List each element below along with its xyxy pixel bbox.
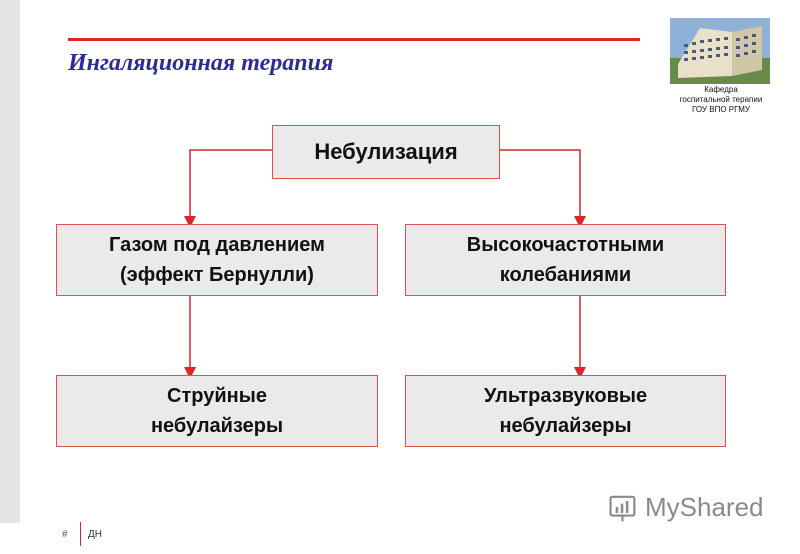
node-nebulization-label: Небулизация bbox=[314, 139, 458, 164]
node-jet-nebulizers-line-1: Струйные bbox=[167, 385, 267, 407]
slide-title: Ингаляционная терапия bbox=[68, 50, 334, 76]
node-jet-nebulizers: Струйные небулайзеры bbox=[56, 375, 378, 447]
department-line-2: госпитальной терапии bbox=[679, 95, 763, 104]
department-caption: Кафедра госпитальной терапии ГОУ ВПО РГМ… bbox=[662, 85, 780, 115]
node-gas-pressure-line-2: (эффект Бернулли) bbox=[120, 264, 314, 286]
department-line-1: Кафедра bbox=[704, 85, 738, 94]
university-building-logo bbox=[670, 18, 770, 84]
node-high-frequency-line-2: колебаниями bbox=[499, 264, 632, 286]
watermark-text: MyShared bbox=[645, 492, 764, 522]
node-high-frequency-line-1: Высокочастотными bbox=[466, 234, 665, 256]
left-margin-strip bbox=[0, 0, 20, 523]
connector-root-right bbox=[500, 149, 586, 228]
footer-divider bbox=[80, 522, 81, 546]
node-ultrasonic-nebulizers-line-1: Ультразвуковые bbox=[483, 385, 648, 407]
title-underline bbox=[68, 38, 640, 41]
node-nebulization: Небулизация bbox=[272, 125, 500, 179]
node-ultrasonic-nebulizers-line-2: небулайзеры bbox=[499, 415, 632, 437]
node-high-frequency: Высокочастотными колебаниями bbox=[405, 224, 726, 296]
myshared-logo-icon bbox=[609, 495, 636, 522]
node-ultrasonic-nebulizers: Ультразвуковые небулайзеры bbox=[405, 375, 726, 447]
footer-author: ДН bbox=[88, 529, 102, 540]
node-gas-pressure-line-1: Газом под давлением bbox=[109, 234, 325, 256]
slide-number: # bbox=[62, 529, 68, 540]
connector-root-left bbox=[184, 149, 272, 228]
department-line-3: ГОУ ВПО РГМУ bbox=[692, 105, 750, 114]
node-jet-nebulizers-line-2: небулайзеры bbox=[150, 415, 284, 437]
node-gas-pressure: Газом под давлением (эффект Бернулли) bbox=[56, 224, 378, 296]
